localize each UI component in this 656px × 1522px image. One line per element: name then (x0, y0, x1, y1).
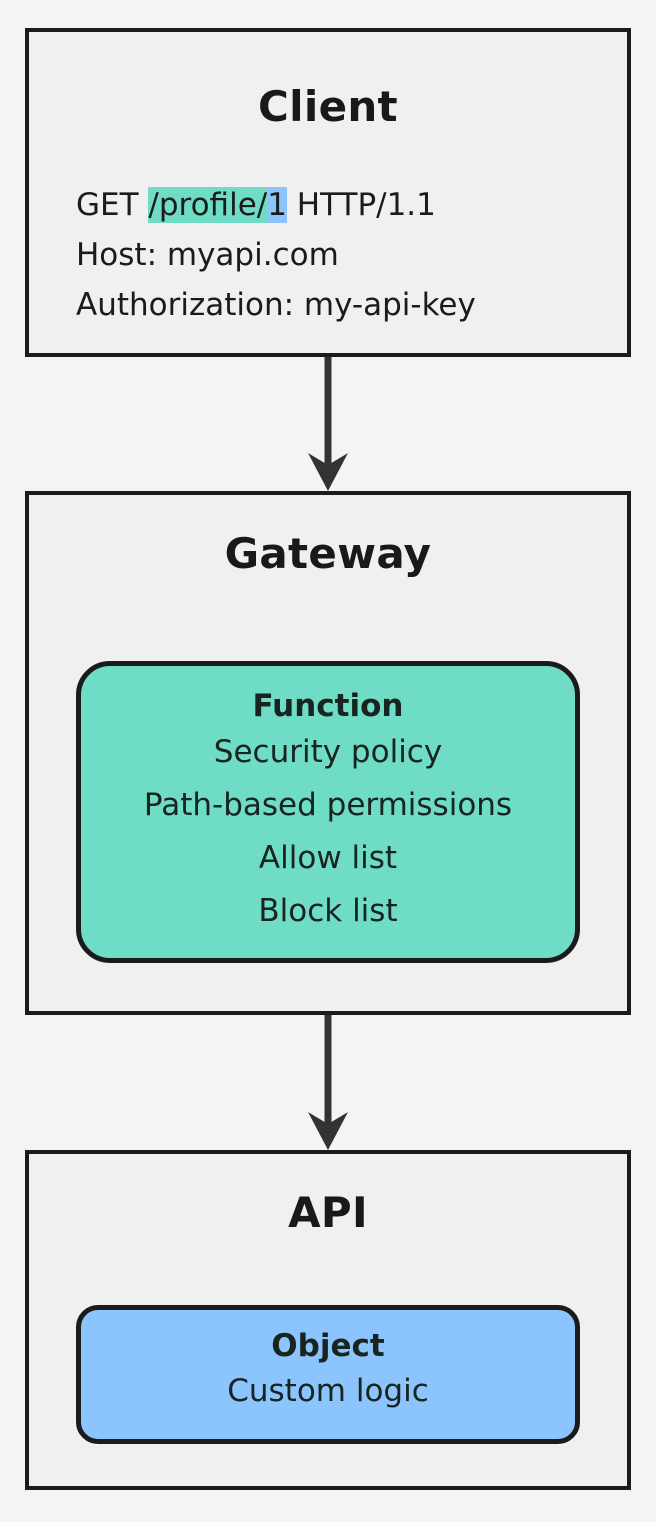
function-item-path-based-permissions: Path-based permissions (143, 787, 513, 823)
gateway-title: Gateway (224, 529, 432, 578)
object-title: Object (271, 1328, 385, 1364)
request-protocol: HTTP/1.1 (286, 187, 436, 223)
function-item-block-list: Block list (258, 893, 398, 929)
function-title: Function (252, 688, 404, 724)
object-sub-node: Object Custom logic (76, 1305, 580, 1444)
client-node: Client GET /profile/1 HTTP/1.1 Host: mya… (25, 28, 631, 357)
arrow-gateway-to-api (308, 1015, 348, 1150)
request-path-highlight-green: /profile/ (148, 187, 268, 223)
function-item-security-policy: Security policy (213, 734, 443, 770)
request-path-highlight-blue: 1 (267, 187, 287, 223)
client-title: Client (258, 82, 398, 131)
api-title: API (288, 1188, 368, 1237)
client-request-block: GET /profile/1 HTTP/1.1 Host: myapi.com … (76, 180, 476, 330)
header-authorization: Authorization: my-api-key (76, 287, 476, 323)
request-method: GET (76, 187, 149, 223)
request-line: GET /profile/1 HTTP/1.1 (76, 180, 476, 230)
arrow-client-to-gateway (308, 357, 348, 491)
header-host: Host: myapi.com (76, 237, 339, 273)
function-item-allow-list: Allow list (258, 840, 398, 876)
object-item-custom-logic: Custom logic (227, 1373, 429, 1409)
function-sub-node: Function Security policy Path-based perm… (76, 661, 580, 963)
